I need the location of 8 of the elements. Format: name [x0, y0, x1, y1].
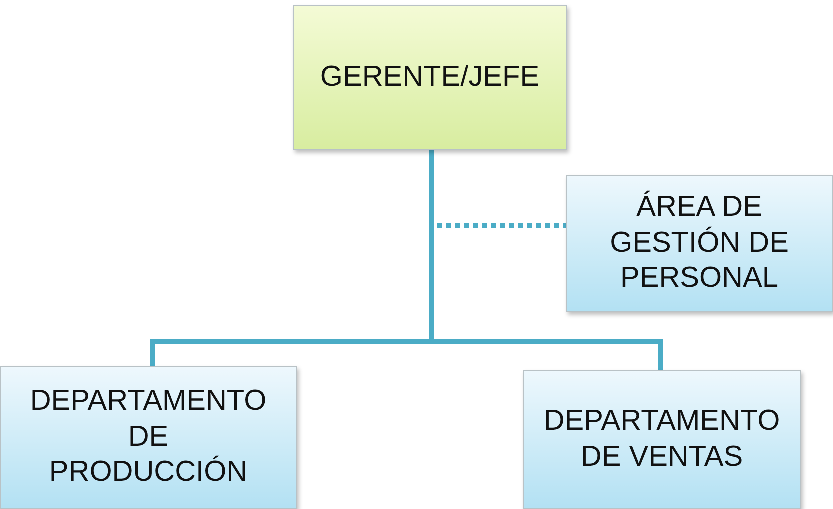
- manager-box: [293, 5, 567, 150]
- node-label: DEPARTAMENTO DE VENTAS: [542, 404, 782, 474]
- node-label: DEPARTAMENTO DE PRODUCCIÓN: [30, 384, 267, 490]
- department-box: [523, 370, 801, 509]
- department-box: [0, 366, 297, 509]
- node-label: GERENTE/JEFE: [320, 60, 540, 95]
- department-box: [566, 175, 833, 312]
- node-label: ÁREA DE GESTIÓN DE PERSONAL: [609, 190, 790, 296]
